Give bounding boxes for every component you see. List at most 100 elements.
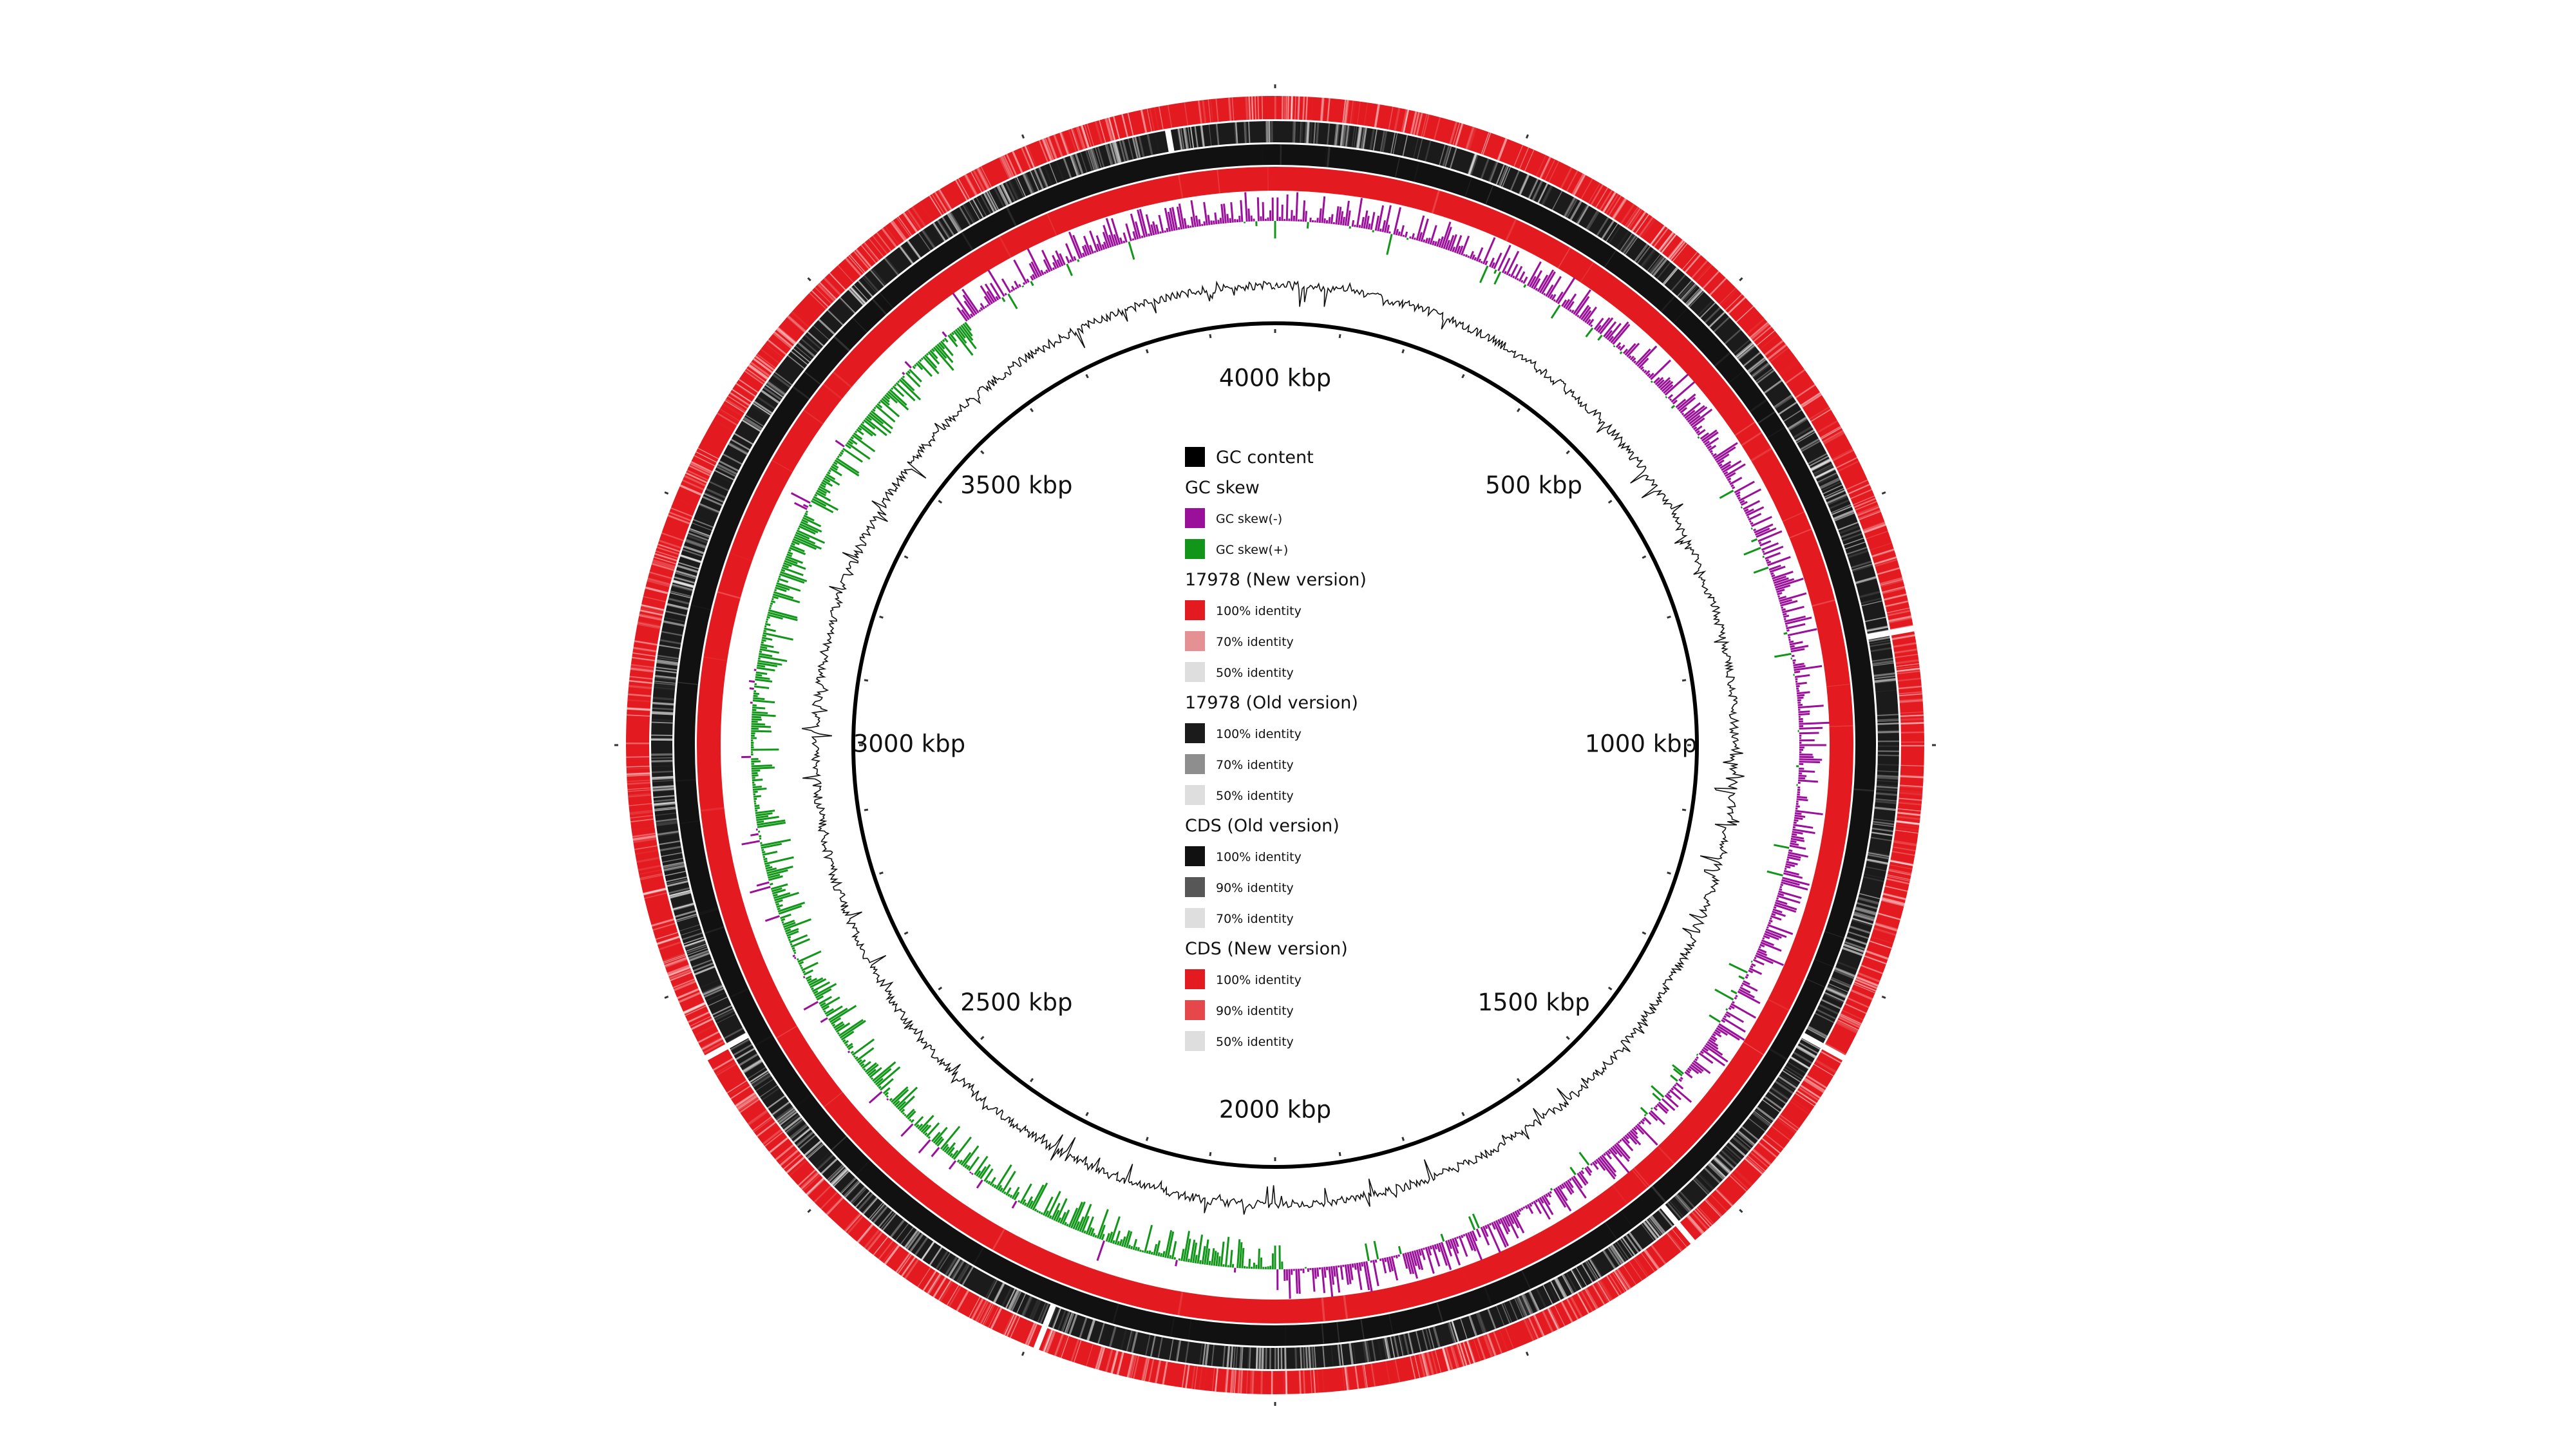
ring-stripe xyxy=(990,1307,1003,1330)
ring-stripe xyxy=(1725,294,1743,311)
ring-stripe xyxy=(1530,1291,1540,1311)
ring-stripe xyxy=(1369,128,1375,150)
ring-gap xyxy=(703,1043,730,1061)
ring-stripe xyxy=(1797,1089,1817,1104)
gc-skew-bar xyxy=(833,461,838,466)
ring-stripe xyxy=(909,1233,924,1253)
ring-stripe xyxy=(862,1197,878,1215)
ring-stripe xyxy=(764,1131,784,1147)
ring-stripe xyxy=(1529,1291,1540,1311)
ring-stripe xyxy=(1877,723,1899,725)
gc-skew-bar xyxy=(873,1068,892,1084)
ring-stripe xyxy=(962,204,974,223)
ring-stripe xyxy=(663,865,685,872)
ring-stripe xyxy=(651,757,673,759)
ring-stripe xyxy=(1888,869,1911,876)
ring-stripe xyxy=(1188,127,1191,149)
ring-stripe xyxy=(1844,1003,1867,1014)
ring-stripe xyxy=(1665,1233,1682,1253)
gc-skew-bar xyxy=(1164,207,1171,232)
gc-skew-bar xyxy=(875,404,896,423)
ring-stripe xyxy=(1094,120,1103,144)
ring-stripe xyxy=(626,772,650,775)
gc-skew-bar xyxy=(1756,950,1768,956)
gc-skew-bar xyxy=(813,495,838,511)
ring-stripe xyxy=(1841,529,1862,538)
gc-skew-bar xyxy=(810,978,827,989)
gc-skew-bar xyxy=(1786,629,1790,632)
ring-stripe xyxy=(1628,209,1643,229)
ring-stripe xyxy=(1826,985,1848,996)
ring-stripe xyxy=(1177,1340,1182,1362)
ring-stripe xyxy=(1837,522,1859,531)
ring-cds-new-version- xyxy=(697,167,1853,1323)
ring-stripe xyxy=(677,681,699,685)
ring-stripe xyxy=(1229,1346,1233,1368)
gc-skew-bar xyxy=(1689,1065,1700,1075)
ring-stripe xyxy=(1696,1208,1713,1226)
ring-stripe xyxy=(1702,270,1720,289)
ring-stripe xyxy=(1428,1327,1435,1349)
ring-stripe xyxy=(1662,267,1677,284)
gc-skew-bar xyxy=(1125,223,1132,242)
ring-stripe xyxy=(1669,241,1686,261)
inner-tick xyxy=(1209,334,1212,339)
ring-stripe xyxy=(1813,464,1833,474)
gc-skew-bar xyxy=(1642,1118,1645,1122)
ring-stripe xyxy=(667,605,688,611)
gc-skew-bar xyxy=(1159,231,1162,234)
gc-skew-bar xyxy=(1737,990,1761,1005)
ring-stripe xyxy=(674,910,696,918)
ring-stripe xyxy=(1031,1300,1041,1321)
gc-skew-bar xyxy=(1578,1171,1589,1184)
ring-stripe xyxy=(1226,1369,1229,1393)
gc-skew-bar xyxy=(1788,640,1794,643)
ring-stripe xyxy=(1022,173,1033,194)
ring-stripe xyxy=(1132,137,1139,158)
ring-stripe xyxy=(1857,898,1879,905)
gc-skew-bar xyxy=(1475,247,1484,262)
ring-stripe xyxy=(1651,1186,1667,1203)
ring-stripe xyxy=(1542,185,1553,206)
tick-label: 2000 kbp xyxy=(1219,1096,1331,1124)
gc-skew-bar xyxy=(1361,216,1365,229)
ring-stripe xyxy=(1900,775,1924,779)
gc-skew-bar xyxy=(1167,211,1173,232)
ring-stripe xyxy=(1308,1347,1312,1368)
gc-skew-bar xyxy=(878,401,881,404)
ring-stripe xyxy=(1233,1346,1236,1368)
gc-skew-bar xyxy=(1027,248,1043,277)
ring-stripe xyxy=(1027,1323,1038,1346)
ring-stripe xyxy=(783,1153,802,1170)
ring-stripe xyxy=(1052,1307,1061,1329)
ring-stripe xyxy=(1287,96,1290,120)
ring-stripe xyxy=(1801,393,1822,408)
gc-skew-bar xyxy=(902,1112,905,1115)
ring-stripe xyxy=(1873,820,1895,826)
ring-stripe xyxy=(692,959,712,968)
ring-stripe xyxy=(1743,1041,1764,1056)
ring-stripe xyxy=(661,852,683,857)
ring-stripe xyxy=(656,820,677,824)
ring-stripe xyxy=(1045,1331,1056,1354)
gc-skew-bar xyxy=(1420,218,1429,242)
ring-stripe xyxy=(1868,851,1889,857)
ring-stripe xyxy=(1468,154,1477,175)
ring-stripe xyxy=(654,684,676,688)
ring-stripe xyxy=(1653,227,1669,247)
gc-skew-bar xyxy=(1057,1217,1062,1223)
ring-stripe xyxy=(1893,842,1917,847)
ring-stripe xyxy=(1016,176,1027,197)
ring-stripe xyxy=(693,518,714,528)
ring-stripe xyxy=(651,721,673,724)
gc-skew-bar xyxy=(1206,1248,1211,1265)
ring-stripe xyxy=(1853,495,1875,506)
gc-skew-bar xyxy=(1524,1205,1528,1209)
ring-stripe xyxy=(652,561,675,569)
ring-stripe xyxy=(757,395,776,410)
gc-skew-bar xyxy=(1794,812,1802,815)
gc-skew-bar xyxy=(925,352,929,356)
ring-stripe xyxy=(1394,108,1401,131)
ring-stripe xyxy=(1752,1149,1771,1166)
ring-stripe xyxy=(729,392,750,406)
